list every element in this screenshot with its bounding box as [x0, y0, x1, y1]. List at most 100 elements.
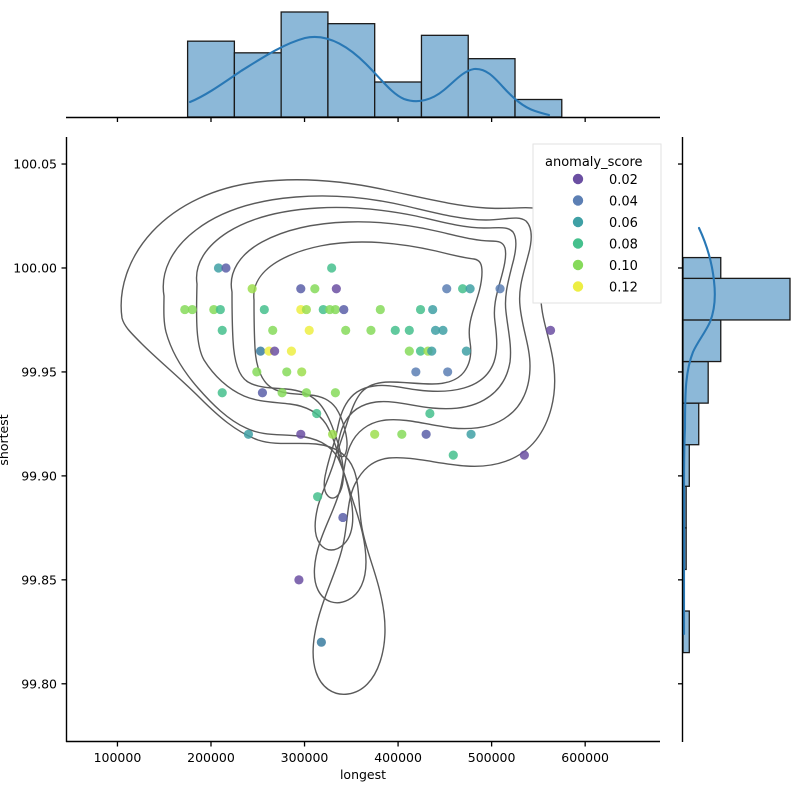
- y-axis-title: shortest: [0, 414, 11, 465]
- scatter-point: [243, 429, 254, 439]
- x-tick-label: 400000: [374, 750, 422, 765]
- scatter-point: [221, 263, 231, 273]
- scatter-point: [257, 388, 268, 398]
- marginal-x-bar: [186, 40, 236, 118]
- marginal-y-bar: [682, 277, 791, 321]
- scatter-point: [255, 346, 266, 356]
- scatter-point: [442, 284, 452, 294]
- scatter-point: [259, 304, 269, 315]
- legend-entries: 0.02 0.04 0.06 0.08 0.10 0.12: [572, 173, 638, 296]
- legend-entry-label: 0.06: [609, 216, 638, 231]
- x-tick-label: 300000: [281, 750, 329, 765]
- scatter-point: [286, 346, 297, 356]
- scatter-point: [282, 367, 292, 377]
- scatter-point: [465, 284, 475, 294]
- scatter-point: [296, 284, 306, 294]
- legend-swatch: [572, 216, 584, 228]
- scatter-point: [430, 325, 441, 335]
- legend[interactable]: anomaly_score 0.020.040.060.080.100.12: [532, 143, 662, 304]
- kde-contour-level-2: [162, 195, 532, 604]
- scatter-point: [301, 304, 312, 315]
- y-tick-label: 99.85: [21, 572, 57, 587]
- scatter-point: [443, 367, 453, 377]
- marginal-x-bars: [186, 11, 563, 118]
- x-tick-label: 500000: [468, 750, 516, 765]
- scatter-point: [297, 367, 307, 377]
- kde-contour-level-5: [253, 241, 483, 458]
- scatter-point: [438, 325, 448, 335]
- scatter-point: [338, 512, 348, 523]
- scatter-point: [252, 367, 262, 377]
- legend-entry-label: 0.04: [609, 195, 638, 210]
- scatter-point: [294, 575, 304, 585]
- marginal-x-bar: [514, 98, 563, 118]
- scatter-point: [427, 346, 437, 356]
- marginal-x-ticks: [116, 117, 586, 122]
- scatter-point: [330, 388, 340, 398]
- scatter-point: [411, 367, 421, 377]
- scatter-point: [421, 429, 431, 439]
- marginal-y-ticks: [678, 163, 683, 685]
- scatter-point: [415, 304, 426, 315]
- scatter-point: [301, 388, 312, 398]
- marginal-y-bars: [682, 256, 791, 654]
- scatter-point: [428, 304, 438, 315]
- legend-entry-label: 0.08: [609, 238, 638, 253]
- scatter-point: [545, 325, 556, 335]
- scatter-point: [458, 284, 468, 294]
- joint-axes-frame: [65, 137, 660, 743]
- legend-box: [532, 143, 662, 304]
- scatter-point: [370, 429, 380, 439]
- x-axis-title: longest: [340, 767, 386, 782]
- marginal-y-panel: [678, 137, 791, 742]
- legend-swatch: [572, 259, 584, 271]
- scatter-point: [425, 408, 435, 419]
- scatter-point: [327, 263, 337, 273]
- kde-contours: [120, 179, 556, 695]
- marginal-x-bar: [280, 11, 329, 118]
- y-tick-label: 99.90: [21, 468, 57, 483]
- legend-entry-label: 0.10: [609, 259, 638, 274]
- scatter-point: [215, 304, 225, 315]
- scatter-point: [313, 492, 323, 502]
- marginal-x-bar: [374, 81, 423, 118]
- scatter-point: [415, 346, 426, 356]
- scatter-point: [217, 388, 227, 398]
- marginal-x-bar: [233, 52, 282, 118]
- scatter-point: [390, 325, 400, 335]
- scatter-point: [217, 325, 227, 335]
- legend-entry-label: 0.02: [609, 173, 638, 188]
- scatter-point: [404, 325, 414, 335]
- marginal-x-bar: [327, 23, 376, 118]
- scatter-point: [270, 346, 280, 356]
- scatter-point: [247, 284, 257, 294]
- scatter-point: [341, 325, 351, 335]
- scatter-point: [330, 304, 340, 315]
- scatter-point: [312, 408, 322, 419]
- scatter-points: [180, 263, 556, 647]
- scatter-point: [448, 450, 458, 460]
- scatter-point: [310, 284, 320, 294]
- legend-swatch: [572, 173, 584, 185]
- scatter-point: [461, 346, 471, 356]
- marginal-y-kde-curve: [682, 226, 716, 636]
- scatter-point: [495, 284, 505, 294]
- scatter-point: [209, 304, 219, 315]
- scatter-point: [519, 450, 529, 460]
- scatter-point: [268, 325, 278, 335]
- scatter-point: [180, 304, 190, 315]
- kde-contour-level-1: [120, 179, 556, 695]
- x-tick-label: 100000: [94, 750, 142, 765]
- scatter-point: [296, 429, 306, 439]
- scatter-point: [187, 304, 197, 315]
- marginal-y-bar: [682, 319, 722, 363]
- legend-entry-label: 0.12: [609, 281, 638, 296]
- scatter-point: [397, 429, 407, 439]
- y-tick-label: 100.05: [13, 157, 57, 172]
- scatter-point: [304, 325, 314, 335]
- y-tick-label: 99.80: [21, 676, 57, 691]
